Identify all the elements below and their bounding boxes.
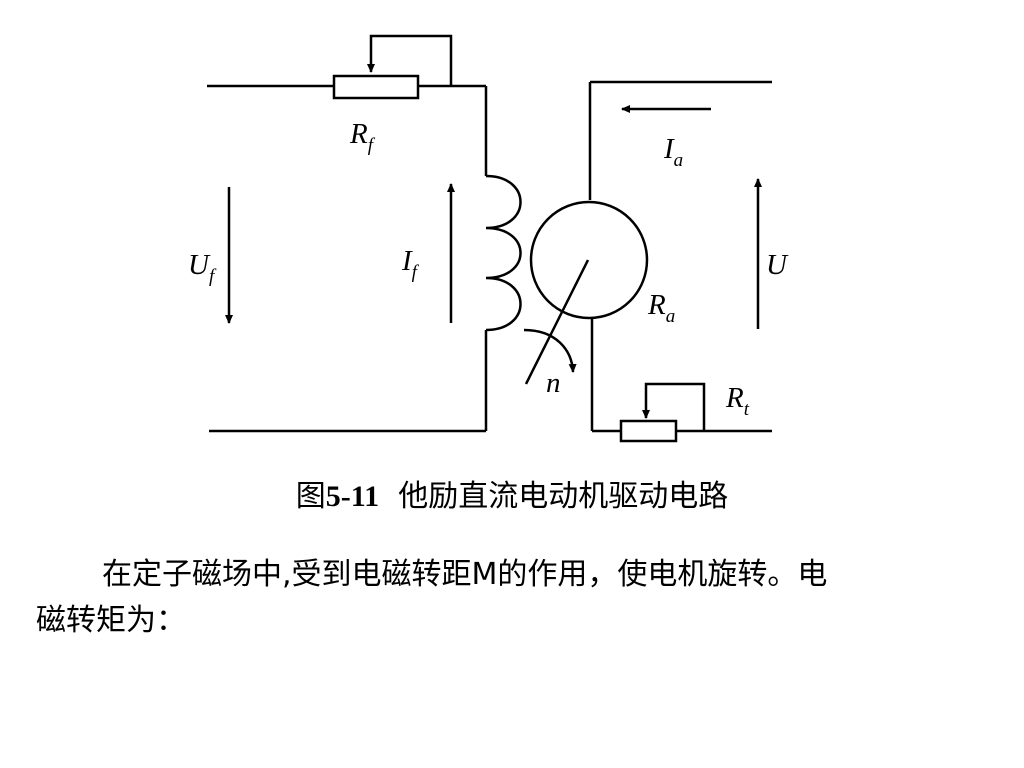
field-rheostat-wiper (367, 34, 453, 86)
label-if: If (401, 245, 420, 283)
field-rheostat (332, 74, 420, 100)
label-n: n (546, 367, 561, 399)
label-ra: Ra (647, 289, 675, 327)
circuit-diagram: Rf Ia Uf If U Ra n Rt (188, 34, 789, 443)
label-rt: Rt (725, 382, 750, 420)
caption-prefix: 图 (295, 479, 326, 514)
caption-number: 5-11 (325, 480, 380, 513)
field-winding-coil (485, 174, 522, 332)
armature-rheostat-wiper (642, 382, 706, 431)
armature-circle (529, 200, 649, 320)
label-ia: Ia (663, 133, 683, 171)
label-uf: Uf (188, 249, 217, 287)
rotation-arrow (523, 328, 577, 373)
paragraph-line-1: 在定子磁场中,受到电磁转距M的作用，使电机旋转。电 (102, 557, 828, 592)
label-rf: Rf (349, 118, 376, 156)
figure-caption: 图5-11 他励直流电动机驱动电路 (0, 474, 1024, 520)
caption-title: 他励直流电动机驱动电路 (398, 479, 729, 514)
rotor-shaft (524, 259, 590, 385)
label-u: U (766, 249, 789, 281)
body-paragraph: 在定子磁场中,受到电磁转距M的作用，使电机旋转。电 磁转矩为： (36, 552, 966, 644)
paragraph-line-2: 磁转矩为： (36, 603, 186, 638)
armature-rheostat (619, 419, 678, 443)
